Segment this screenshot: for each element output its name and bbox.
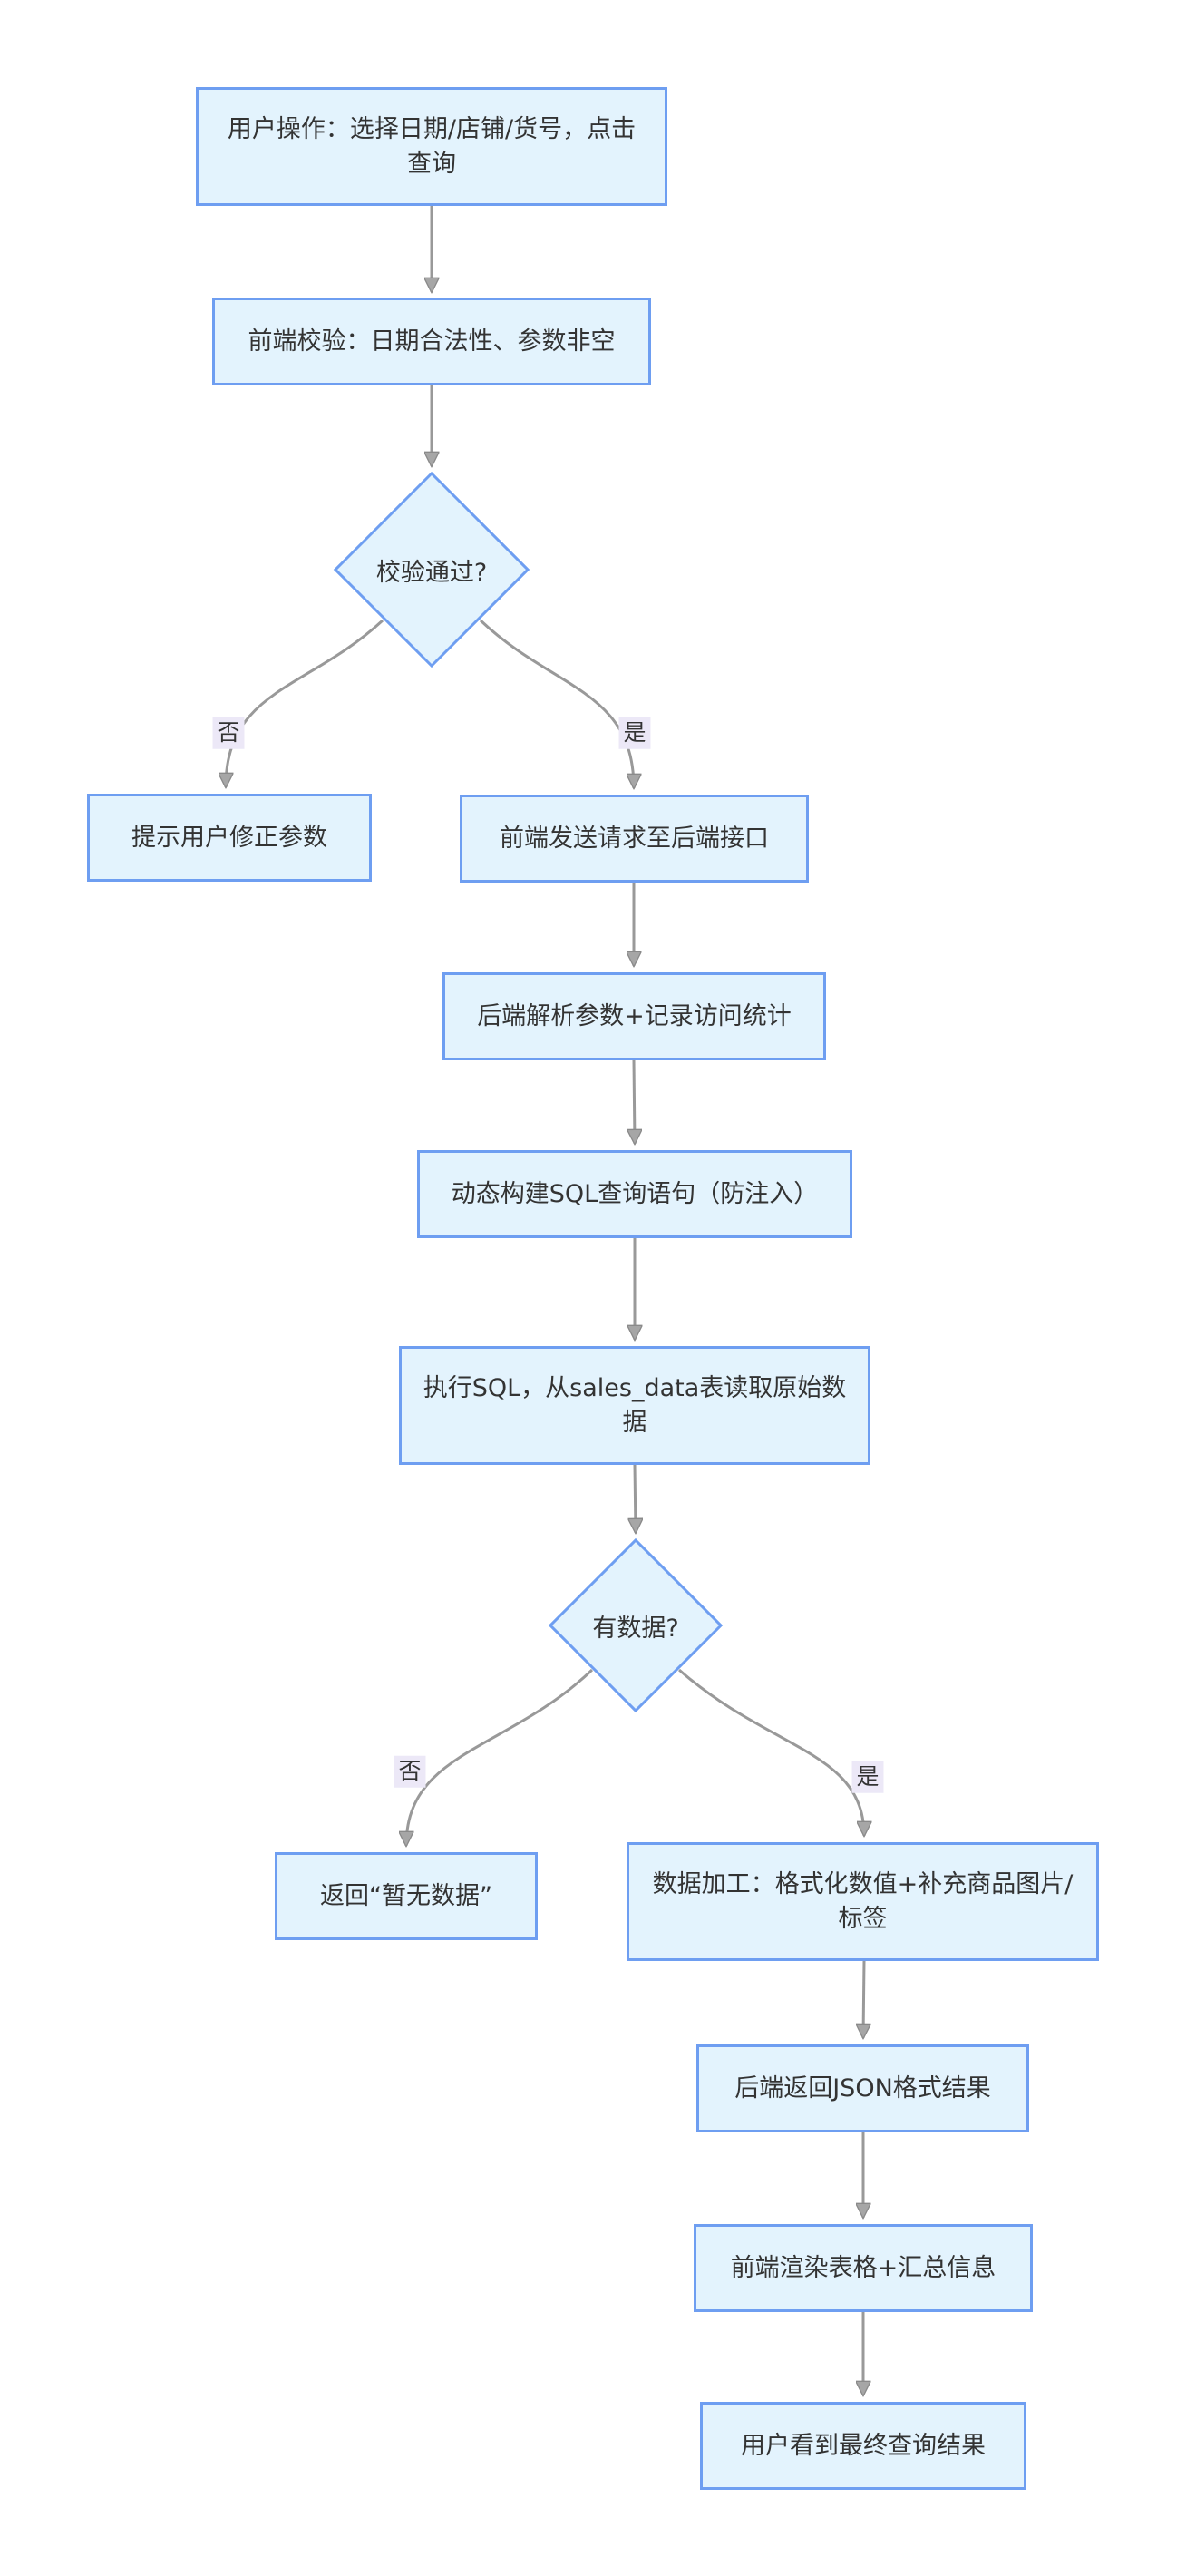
node-prompt-fix-params: 提示用户修正参数 bbox=[87, 794, 372, 882]
node-user-action: 用户操作：选择日期/店铺/货号，点击查询 bbox=[196, 87, 667, 206]
edge-label-yes-1: 是 bbox=[618, 717, 651, 749]
edge-arrow-c-yes bbox=[479, 619, 634, 788]
node-build-sql: 动态构建SQL查询语句（防注入） bbox=[417, 1150, 852, 1238]
diamond-label: 校验通过? bbox=[375, 558, 488, 587]
node-final-result: 用户看到最终查询结果 bbox=[700, 2402, 1026, 2490]
decision-has-data: 有数据? bbox=[548, 1537, 724, 1713]
edge-arrow-k-l bbox=[863, 1960, 864, 2038]
node-render-table: 前端渲染表格+汇总信息 bbox=[694, 2224, 1033, 2312]
node-execute-sql: 执行SQL，从sales_data表读取原始数据 bbox=[399, 1346, 870, 1465]
edge-label-yes-2: 是 bbox=[851, 1761, 884, 1793]
decision-validation-passed: 校验通过? bbox=[333, 471, 530, 668]
edge-label-no-2: 否 bbox=[394, 1755, 426, 1788]
node-data-processing: 数据加工：格式化数值+补充商品图片/标签 bbox=[627, 1842, 1099, 1961]
diamond-label: 有数据? bbox=[592, 1614, 679, 1643]
node-send-request: 前端发送请求至后端接口 bbox=[460, 795, 809, 883]
edge-label-no-1: 否 bbox=[212, 717, 245, 749]
node-frontend-validation: 前端校验：日期合法性、参数非空 bbox=[212, 298, 651, 385]
node-backend-parse: 后端解析参数+记录访问统计 bbox=[442, 972, 826, 1060]
edge-arrow-f-g bbox=[634, 1059, 635, 1144]
node-return-no-data: 返回“暂无数据” bbox=[275, 1852, 538, 1940]
edge-arrow-c-no bbox=[226, 619, 384, 787]
edge-arrow-h-i bbox=[635, 1464, 636, 1533]
edge-arrow-i-no bbox=[406, 1668, 594, 1846]
edge-arrow-i-yes bbox=[678, 1668, 864, 1836]
node-return-json: 后端返回JSON格式结果 bbox=[696, 2044, 1029, 2132]
